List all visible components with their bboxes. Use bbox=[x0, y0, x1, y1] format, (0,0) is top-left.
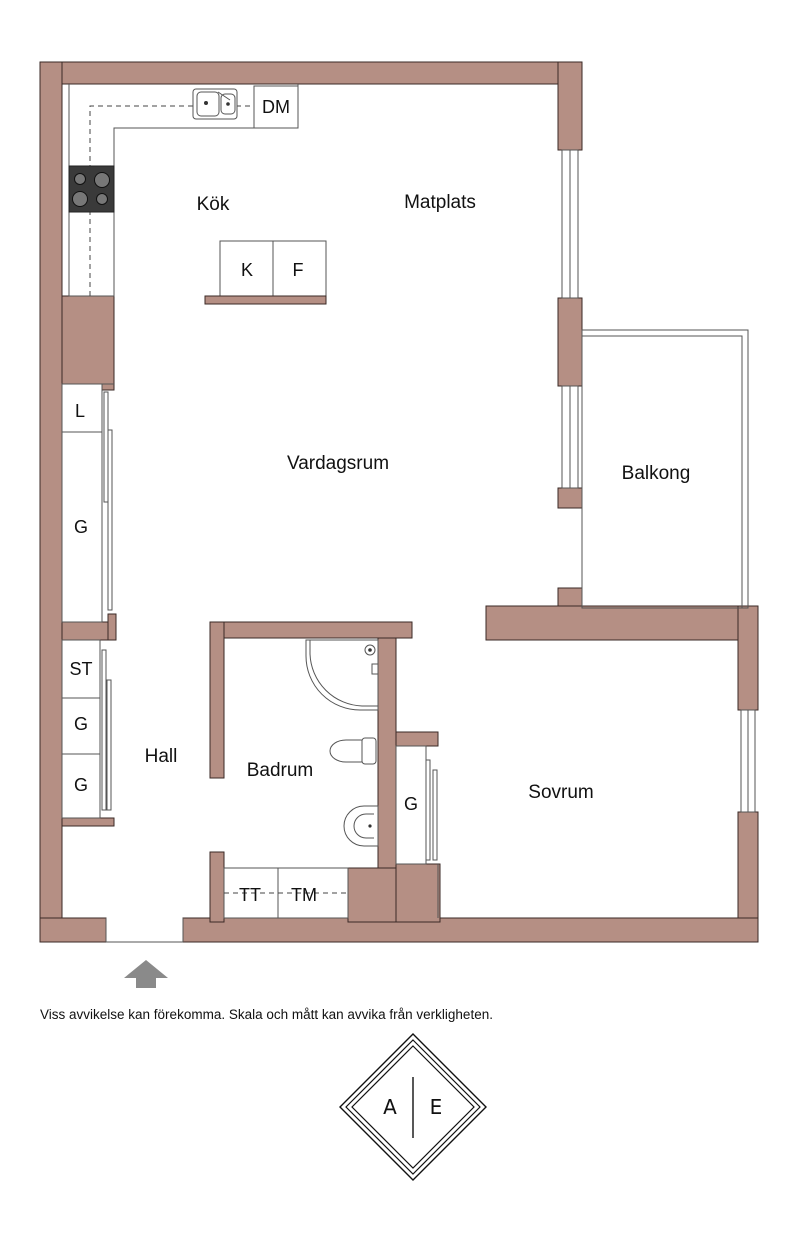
windows bbox=[561, 149, 756, 813]
washbasin-icon bbox=[343, 805, 379, 847]
hall-closets bbox=[61, 383, 114, 819]
compass-label-left: A bbox=[383, 1095, 397, 1119]
closet-label-g-sovrum: G bbox=[404, 794, 418, 814]
washer-label: TM bbox=[291, 885, 317, 905]
closet-label-st: ST bbox=[69, 659, 92, 679]
compass-label-right: E bbox=[430, 1095, 443, 1119]
room-label-badrum: Badrum bbox=[247, 760, 314, 781]
room-label-vardagsrum: Vardagsrum bbox=[287, 453, 389, 474]
bathroom-fixtures bbox=[223, 639, 379, 919]
toilet-icon bbox=[329, 737, 377, 765]
sink-icon bbox=[192, 88, 238, 120]
fridge-freezer bbox=[204, 240, 327, 305]
room-label-sovrum: Sovrum bbox=[528, 782, 593, 803]
kitchen-counter bbox=[68, 84, 299, 297]
disclaimer-text: Viss avvikelse kan förekomma. Skala och … bbox=[40, 1007, 493, 1022]
stove-icon bbox=[68, 165, 115, 213]
closet-label-g-2: G bbox=[74, 775, 88, 795]
entrance-arrow-icon bbox=[124, 960, 168, 988]
room-label-matplats: Matplats bbox=[404, 192, 476, 213]
compass-icon bbox=[339, 1033, 487, 1181]
balcony bbox=[581, 329, 749, 609]
shower-icon bbox=[305, 639, 379, 711]
bedroom-closet bbox=[395, 745, 438, 865]
dryer-label: TT bbox=[239, 885, 261, 905]
dishwasher-label: DM bbox=[262, 97, 290, 117]
door-openings bbox=[105, 864, 439, 943]
fridge-label: K bbox=[241, 260, 253, 280]
freezer-label: F bbox=[293, 260, 304, 280]
closet-label-g-upper: G bbox=[74, 517, 88, 537]
room-label-kok: Kök bbox=[197, 194, 230, 215]
room-label-balkong: Balkong bbox=[622, 463, 691, 484]
closet-label-g-1: G bbox=[74, 714, 88, 734]
room-label-hall: Hall bbox=[145, 746, 178, 767]
closet-label-l: L bbox=[75, 401, 85, 421]
